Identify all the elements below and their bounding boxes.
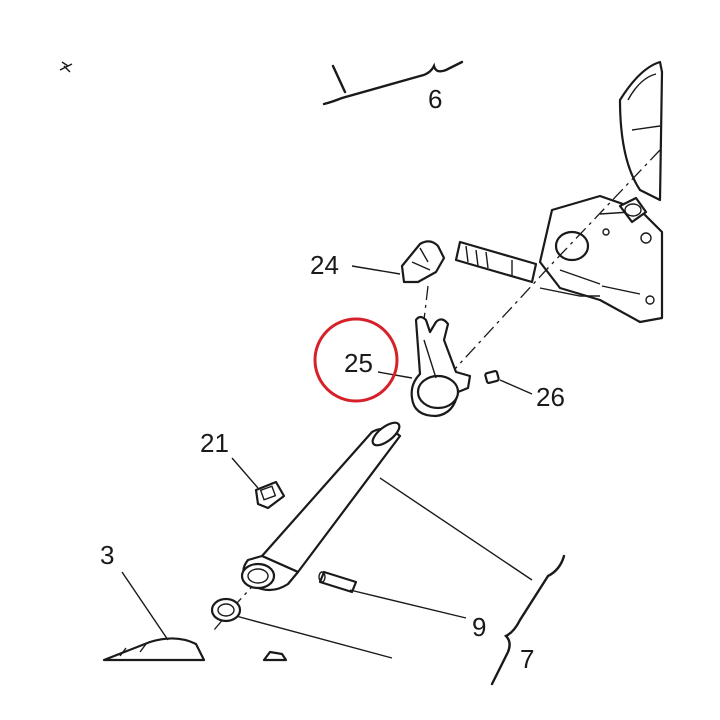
callout-9: 9 [472,612,486,642]
leader-26 [499,379,533,395]
highlight-circle-25 [313,317,399,403]
callout-25: 25 [344,348,373,378]
part-21-nut [254,480,286,510]
shift-rod-upper [454,240,600,297]
brace-group-7 [490,554,566,686]
part-3-housing [102,637,288,662]
part-9-pin [318,570,358,594]
leader-21 [231,457,259,489]
leader-3 [121,571,169,641]
leader-shaft-7 [379,477,533,581]
washer-ring [210,597,242,623]
callout-3: 3 [100,540,114,570]
callout-6: 6 [428,84,442,114]
callout-26: 26 [536,382,565,412]
gearbox-housing [538,60,664,324]
leader-washer-7 [235,615,393,659]
callout-21: 21 [200,428,229,458]
stray-mark [59,61,73,73]
centre-axis-pin [423,285,429,321]
leader-24 [351,265,401,275]
callout-7: 7 [520,644,534,674]
callout-24: 24 [310,250,339,280]
part-26-set-screw [484,369,500,385]
part-25-shift-fork [410,315,472,418]
part-24-detent-pin [400,240,446,284]
brace-group-6 [322,60,464,106]
centre-axis-main [429,149,661,397]
main-shift-shaft [240,421,402,592]
leader-9 [349,589,467,619]
